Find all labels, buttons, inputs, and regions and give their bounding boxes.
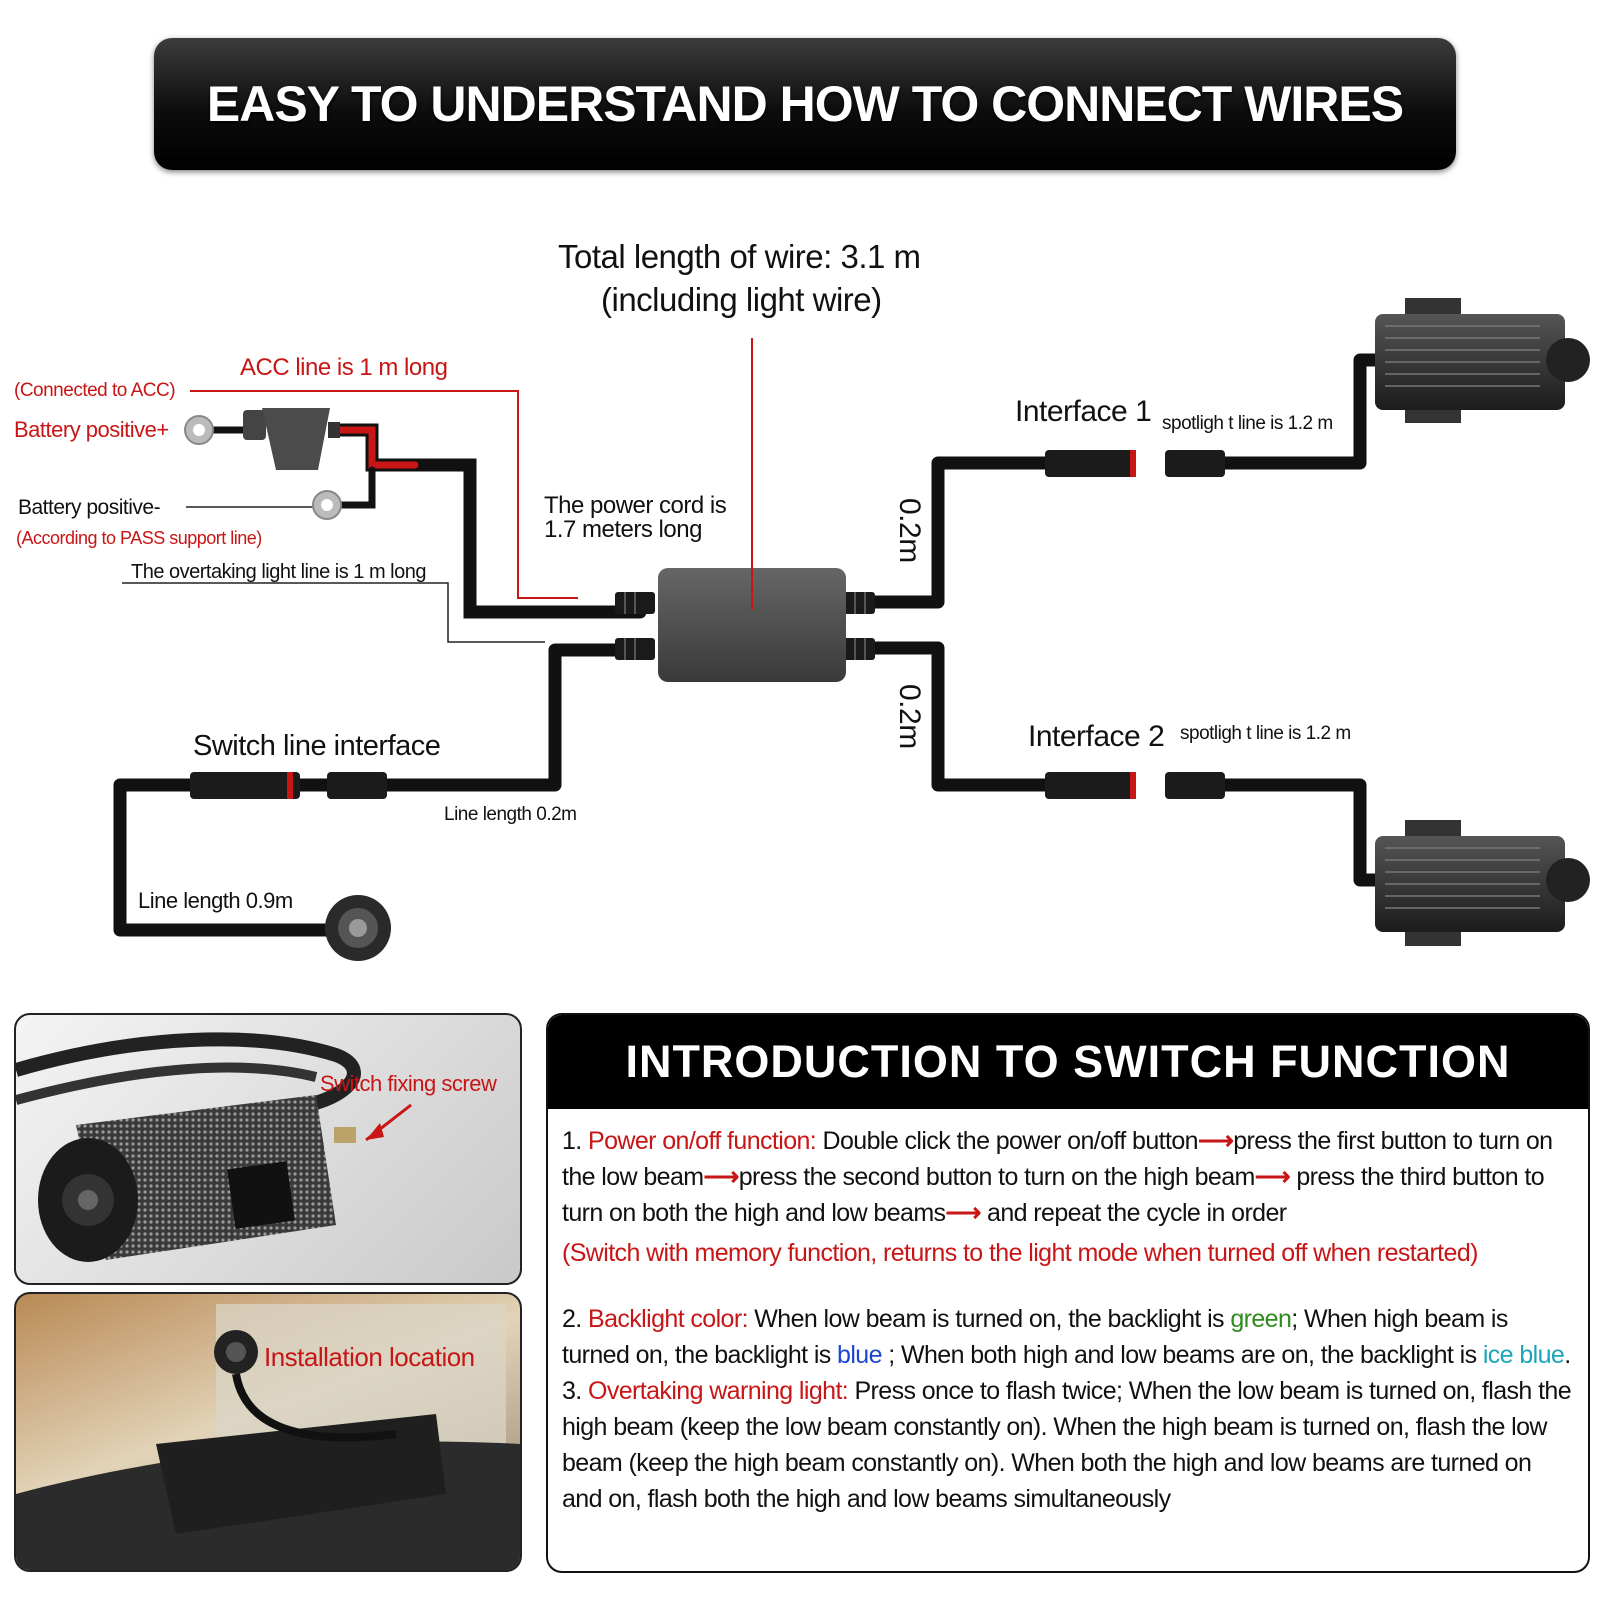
switch-grip-image	[16, 1032, 412, 1262]
handlebar-image	[16, 1304, 520, 1570]
blue-color-word: blue	[837, 1341, 882, 1369]
switch-function-panel: INTRODUCTION TO SWITCH FUNCTION 1. Power…	[546, 1013, 1590, 1573]
item1-text-a: Double click the power on/off button	[816, 1127, 1199, 1155]
item3-number: 3.	[562, 1377, 588, 1405]
item2-text-a: When low beam is turned on, the backligh…	[747, 1305, 1231, 1333]
length-bottom-label: 0.2m	[893, 684, 926, 749]
page-title: EASY TO UNDERSTAND HOW TO CONNECT WIRES	[206, 76, 1404, 132]
item2-text-d: .	[1564, 1341, 1571, 1369]
line-length-02-label: Line length 0.2m	[444, 804, 577, 825]
battery-terminals	[184, 415, 342, 520]
switch-fixing-screw-label: Switch fixing screw	[320, 1071, 497, 1096]
power-cord-line2: 1.7 meters long	[544, 516, 702, 543]
total-length-label: Total length of wire: 3.1 m	[558, 238, 921, 275]
installation-location-label: Installation location	[264, 1342, 475, 1372]
switch-interface-label: Switch line interface	[193, 730, 441, 762]
output-wires	[845, 353, 1390, 887]
ice-blue-color-word: ice blue	[1482, 1341, 1565, 1369]
battery-positive-plus-label: Battery positive+	[14, 417, 169, 442]
including-light-label: (including light wire)	[601, 281, 882, 318]
item-power: 1. Power on/off function: Double click t…	[562, 1123, 1574, 1231]
item1-text-d: press the third button to turn on both t…	[562, 1163, 1545, 1227]
arrow-icon: ⟶	[1197, 1127, 1234, 1155]
overtaking-line-label: The overtaking light line is 1 m long	[131, 561, 427, 583]
item1-memory-note: (Switch with memory function, returns to…	[562, 1239, 1478, 1267]
power-box	[658, 568, 846, 682]
switch-function-body: 1. Power on/off function: Double click t…	[548, 1109, 1588, 1517]
interface-2-label: Interface 2	[1028, 720, 1165, 753]
fuse-holder	[243, 408, 340, 470]
acc-leader-line	[190, 338, 753, 610]
switch-photo: Switch fixing screw	[14, 1013, 522, 1285]
item1-number: 1.	[562, 1127, 588, 1155]
pass-support-label: (According to PASS support line)	[16, 528, 262, 548]
arrow-icon: ⟶	[945, 1199, 981, 1227]
item3-text: Press once to flash twice; When the low …	[562, 1377, 1572, 1513]
installation-photo: Installation location	[14, 1292, 522, 1572]
item2-text-c: ; When both high and low beams are on, t…	[881, 1341, 1483, 1369]
item2-title: Backlight color:	[588, 1305, 749, 1333]
power-cord-line1: The power cord is	[544, 492, 727, 519]
item2-text-b: ; When high beam is turned on, the backl…	[562, 1305, 1508, 1369]
arrow-icon: ⟶	[1254, 1163, 1291, 1191]
item1-text-e: and repeat the cycle in order	[980, 1199, 1287, 1227]
item2-number: 2.	[562, 1305, 588, 1333]
acc-line-label: ACC line is 1 m long	[240, 354, 448, 381]
item3-title: Overtaking warning light:	[588, 1377, 849, 1405]
item1-title: Power on/off function:	[588, 1127, 817, 1155]
item1-text-c: press the second button to turn on the h…	[738, 1163, 1256, 1191]
green-color-word: green	[1230, 1305, 1292, 1333]
wiring-diagram	[113, 298, 1590, 961]
leader-lines	[122, 506, 545, 643]
item-overtaking: 3. Overtaking warning light: Press once …	[562, 1373, 1574, 1517]
arrow-icon: ⟶	[703, 1163, 740, 1191]
switch-function-header: INTRODUCTION TO SWITCH FUNCTION	[548, 1015, 1588, 1109]
title-banner: EASY TO UNDERSTAND HOW TO CONNECT WIRES	[154, 38, 1456, 170]
spotlight-line-2-label: spotligh t line is 1.2 m	[1180, 723, 1351, 744]
spotlight-top	[1375, 298, 1590, 423]
switch-button-icon	[325, 895, 391, 961]
spotlight-bottom	[1375, 820, 1590, 946]
item1-text-b: press the first button to turn on the lo…	[562, 1127, 1553, 1191]
interface-1-label: Interface 1	[1015, 395, 1152, 428]
power-cord-label: The power cord is 1.7 meters long	[544, 492, 727, 543]
length-top-label: 0.2m	[893, 498, 926, 563]
item-backlight: 2. Backlight color: When low beam is tur…	[562, 1301, 1574, 1373]
connected-acc-label: (Connected to ACC)	[14, 380, 176, 401]
switch-function-title: INTRODUCTION TO SWITCH FUNCTION	[625, 1036, 1511, 1087]
spotlight-line-1-label: spotligh t line is 1.2 m	[1162, 413, 1333, 434]
line-length-09-label: Line length 0.9m	[138, 888, 293, 913]
battery-positive-minus-label: Battery positive-	[18, 496, 161, 519]
interface-connectors	[190, 450, 1225, 799]
